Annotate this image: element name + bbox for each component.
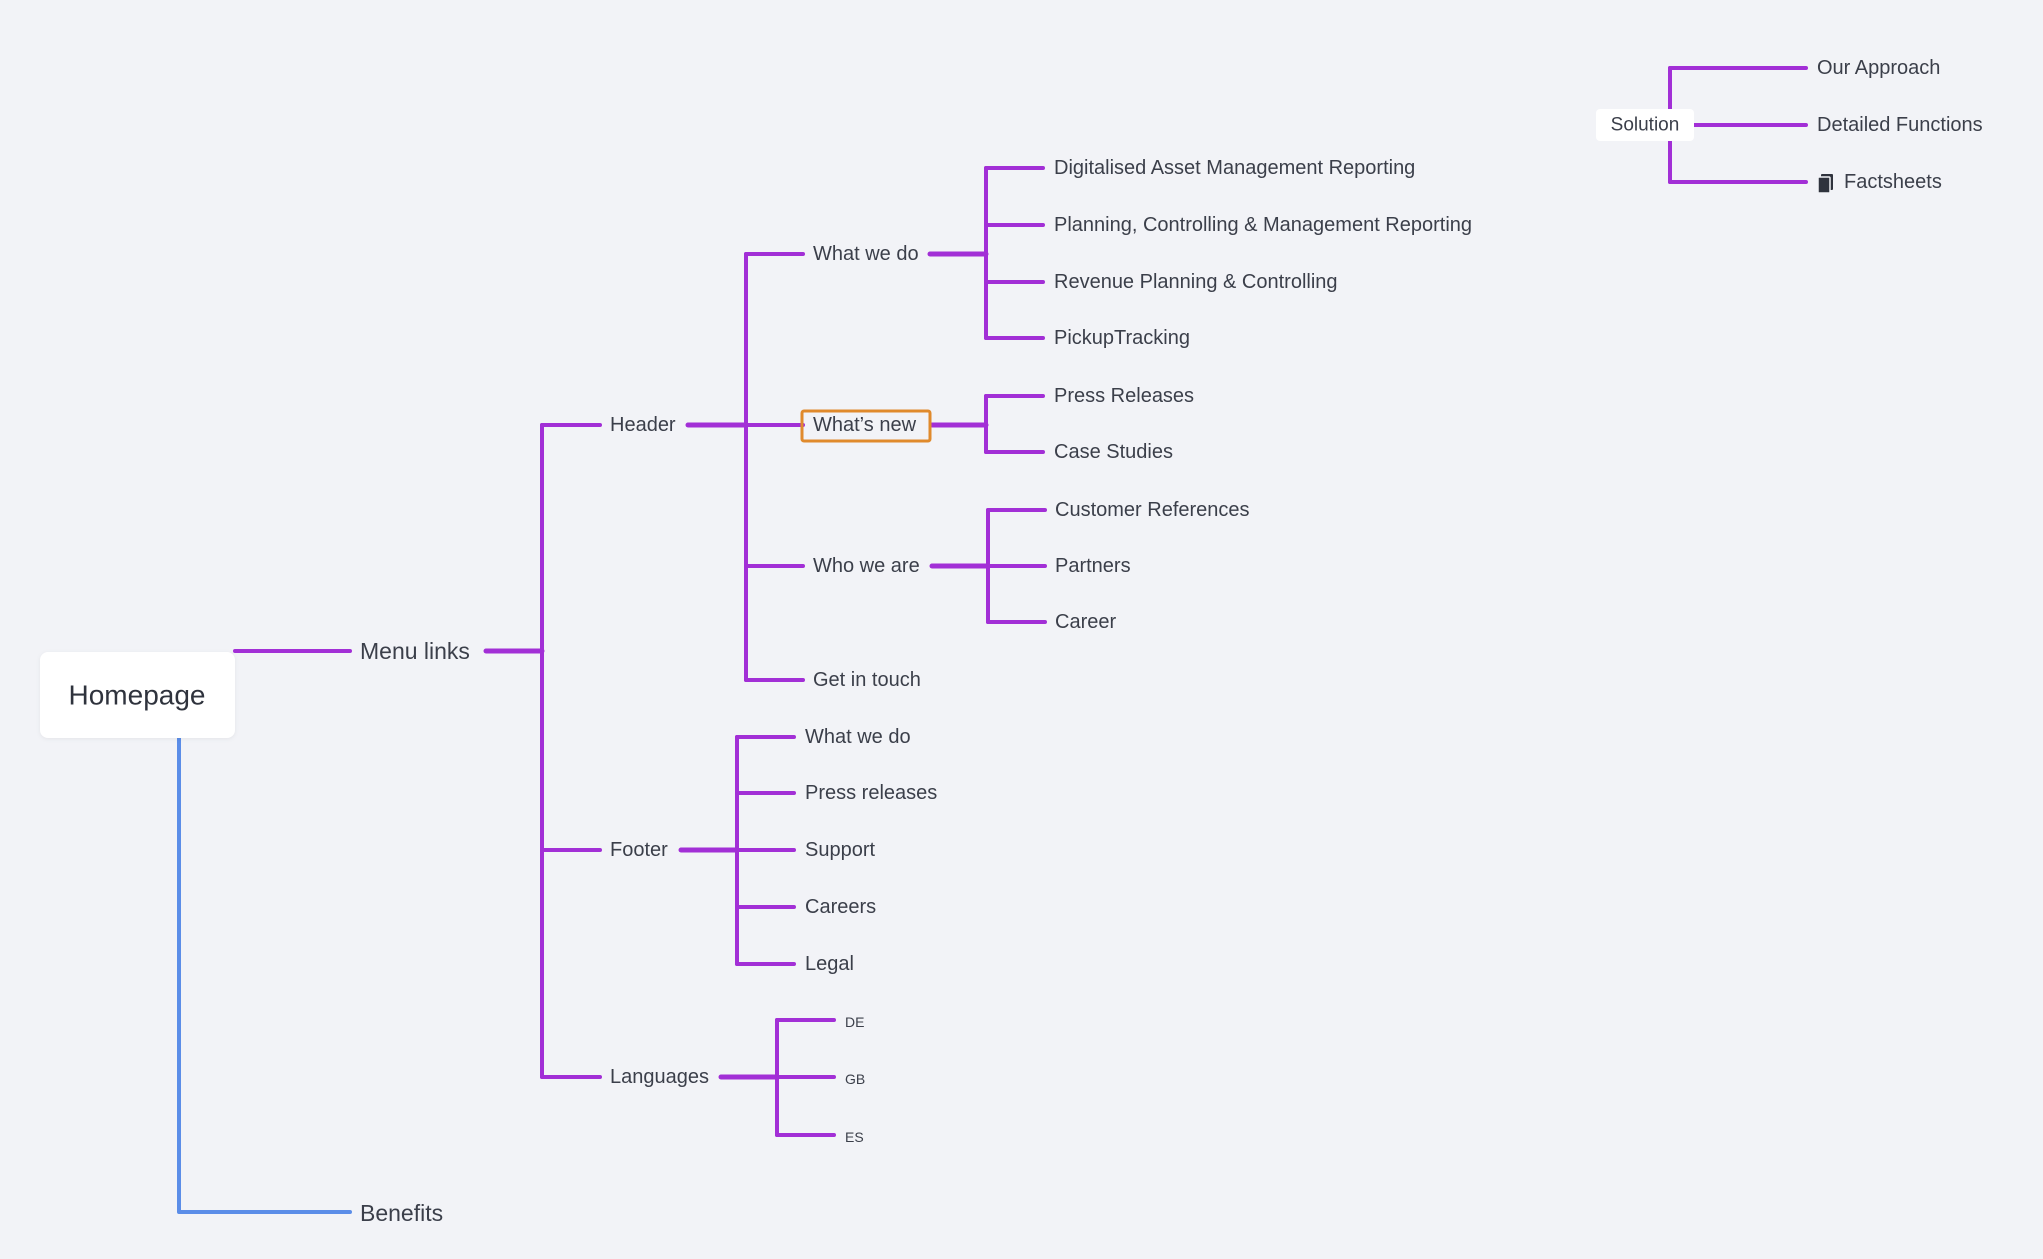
node-wwa-career[interactable]: Career (1055, 611, 1116, 633)
node-solution-label: Solution (1611, 115, 1680, 136)
document-icon (1817, 174, 1833, 194)
node-wwa-customer-references[interactable]: Customer References (1055, 499, 1250, 521)
root-node-homepage[interactable]: Homepage (40, 652, 235, 738)
node-menu-links[interactable]: Menu links (360, 638, 470, 664)
node-whats-new-label: What’s new (813, 414, 917, 436)
node-wwd-digitalised-asset[interactable]: Digitalised Asset Management Reporting (1054, 157, 1415, 179)
connector-lines (177, 66, 1808, 1214)
node-header-get-in-touch[interactable]: Get in touch (813, 669, 921, 691)
node-wwd-pickuptracking[interactable]: PickupTracking (1054, 327, 1190, 349)
node-solution-detailed-functions[interactable]: Detailed Functions (1817, 114, 1983, 136)
node-solution[interactable]: Solution (1596, 109, 1694, 141)
node-footer-careers[interactable]: Careers (805, 896, 876, 918)
node-language-es[interactable]: ES (845, 1129, 864, 1145)
node-solution-our-approach[interactable]: Our Approach (1817, 57, 1940, 79)
node-footer-press-releases[interactable]: Press releases (805, 782, 937, 804)
node-language-de[interactable]: DE (845, 1014, 864, 1030)
node-footer-what-we-do[interactable]: What we do (805, 726, 911, 748)
root-node-box (40, 652, 235, 738)
node-header[interactable]: Header (610, 414, 676, 436)
node-wwd-planning-controlling[interactable]: Planning, Controlling & Management Repor… (1054, 214, 1472, 236)
node-header-whats-new[interactable]: What’s new (800, 409, 932, 443)
node-wwd-revenue-planning[interactable]: Revenue Planning & Controlling (1054, 271, 1338, 293)
root-node-label: Homepage (69, 680, 206, 711)
solution-label-box (1596, 109, 1694, 141)
node-footer-support[interactable]: Support (805, 839, 875, 861)
node-solution-factsheets[interactable]: Factsheets (1817, 171, 1942, 194)
node-solution-factsheets-label: Factsheets (1844, 171, 1942, 193)
node-language-gb[interactable]: GB (845, 1071, 865, 1087)
node-header-what-we-do[interactable]: What we do (813, 243, 919, 265)
selection-highlight-box (800, 409, 932, 443)
node-benefits[interactable]: Benefits (360, 1200, 443, 1226)
node-footer[interactable]: Footer (610, 839, 668, 861)
node-wwa-partners[interactable]: Partners (1055, 555, 1131, 577)
node-wn-press-releases[interactable]: Press Releases (1054, 385, 1194, 407)
node-header-who-we-are[interactable]: Who we are (813, 555, 920, 577)
node-languages[interactable]: Languages (610, 1066, 709, 1088)
node-wn-case-studies[interactable]: Case Studies (1054, 441, 1173, 463)
connector-homepage-benefits (177, 736, 352, 1214)
node-footer-legal[interactable]: Legal (805, 953, 854, 975)
